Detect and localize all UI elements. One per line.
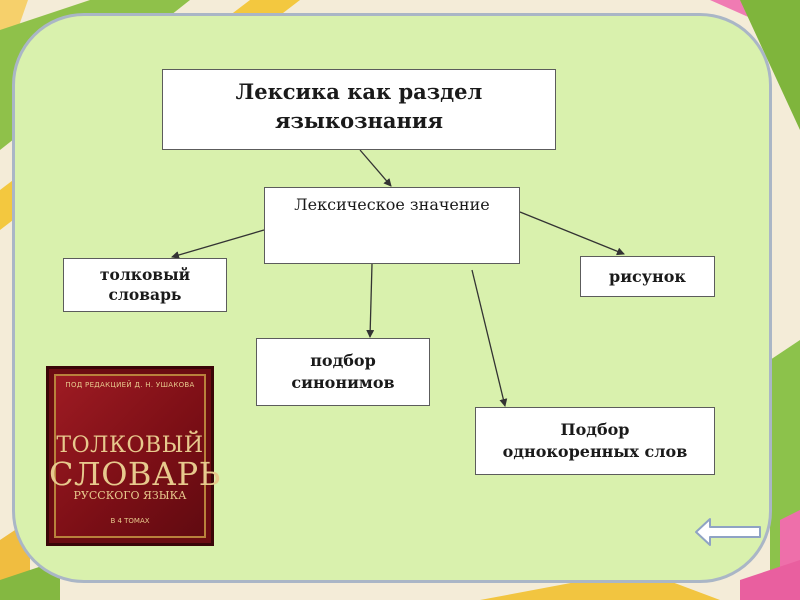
node-synonyms-line-1: подбор: [310, 351, 376, 371]
book-title-line-3: РУССКОГО ЯЗЫКА: [73, 489, 187, 502]
node-lexicon-section: Лексика как раздел языкознания: [162, 69, 556, 150]
node-same-root-words: Подбор однокоренных слов: [475, 407, 715, 475]
node-dictionary-line-1: толковый: [99, 264, 191, 284]
node-lexical-meaning: Лексическое значение: [264, 187, 520, 264]
node-picture: рисунок: [580, 256, 715, 297]
node-dictionary-line-2: словарь: [108, 285, 182, 304]
node-synonyms-line-2: синонимов: [291, 373, 395, 392]
book-editor-line: ПОД РЕДАКЦИЕЙ Д. Н. УШАКОВА: [65, 381, 195, 389]
node-synonyms: подбор синонимов: [256, 338, 430, 406]
book-title-line-2: СЛОВАРЬ: [49, 455, 221, 493]
node-same-root-line-1: Подбор: [560, 420, 630, 440]
book-title-line-1: ТОЛКОВЫЙ: [56, 433, 204, 458]
node-lexicon-section-text: Лексика как раздел языкознания: [235, 79, 483, 133]
node-same-root-line-2: однокоренных слов: [502, 442, 688, 461]
node-explanatory-dictionary: толковый словарь: [63, 258, 227, 312]
back-arrow-icon[interactable]: [692, 514, 764, 550]
node-picture-text: рисунок: [609, 266, 686, 286]
node-lexical-meaning-text: Лексическое значение: [294, 195, 490, 214]
book-volumes: В 4 ТОМАХ: [110, 517, 150, 525]
dictionary-book-image: ПОД РЕДАКЦИЕЙ Д. Н. УШАКОВА ТОЛКОВЫЙ СЛО…: [46, 366, 221, 546]
